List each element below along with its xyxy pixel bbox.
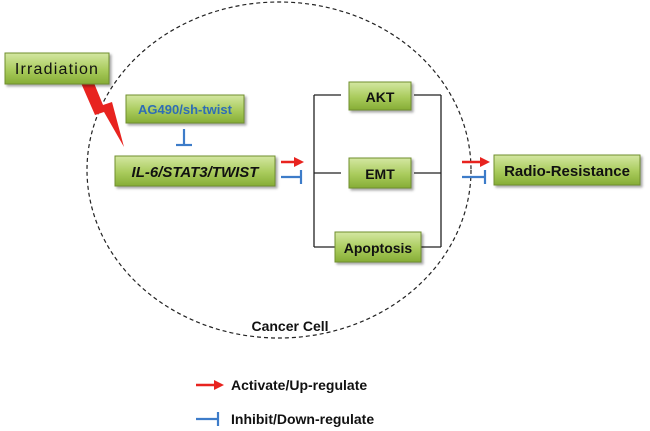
- legend-activate-arrow-icon: [196, 380, 224, 390]
- cancer-cell-label: Cancer Cell: [251, 318, 328, 334]
- inhibit-tbar-icon: [176, 129, 192, 147]
- node-emt: EMT: [348, 157, 412, 189]
- node-il6-stat3-twist-label: IL-6/STAT3/TWIST: [132, 164, 261, 181]
- node-emt-label: EMT: [365, 166, 395, 182]
- node-apoptosis: Apoptosis: [334, 231, 422, 263]
- node-akt: AKT: [348, 81, 412, 111]
- cancer-cell-outline: [86, 1, 472, 339]
- legend-inhibit-tbar-icon: [196, 412, 220, 426]
- node-irradiation: Irradiation: [4, 52, 110, 85]
- node-inhibitor-label: AG490/sh-twist: [138, 102, 233, 117]
- node-radio-resistance-label: Radio-Resistance: [504, 163, 630, 180]
- activate-arrow-icon: [462, 157, 490, 167]
- node-apoptosis-label: Apoptosis: [344, 240, 413, 256]
- node-il6-stat3-twist: IL-6/STAT3/TWIST: [114, 155, 276, 187]
- node-irradiation-label: Irradiation: [15, 61, 99, 78]
- legend-activate-label: Activate/Up-regulate: [231, 377, 367, 393]
- inhibit-tbar-icon: [462, 170, 487, 184]
- left-bracket: [313, 94, 341, 248]
- node-inhibitor: AG490/sh-twist: [125, 94, 245, 124]
- legend: Activate/Up-regulate Inhibit/Down-regula…: [196, 377, 374, 427]
- right-bracket: [414, 94, 442, 248]
- irradiation-bolt-icon: [81, 83, 124, 147]
- activate-arrow-icon: [281, 157, 304, 167]
- node-radio-resistance: Radio-Resistance: [493, 154, 641, 186]
- inhibit-tbar-icon: [281, 170, 303, 184]
- legend-inhibit-label: Inhibit/Down-regulate: [231, 411, 374, 427]
- node-akt-label: AKT: [366, 89, 395, 105]
